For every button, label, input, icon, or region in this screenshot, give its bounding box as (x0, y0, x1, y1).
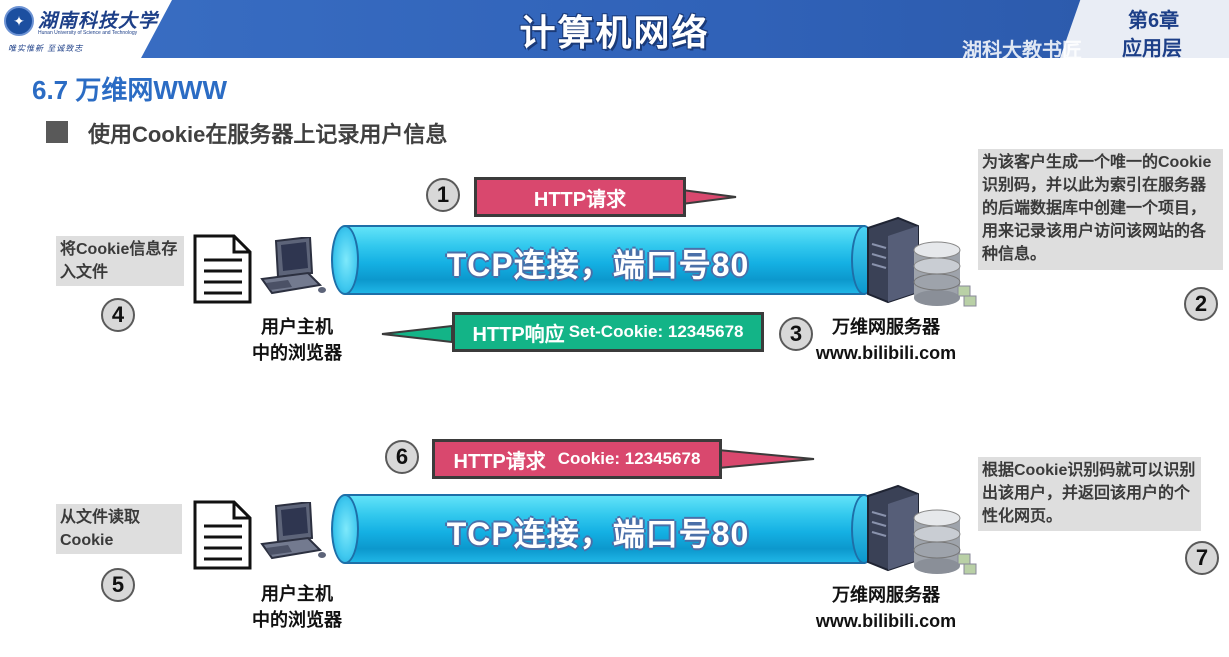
server-icon (867, 484, 919, 572)
database-icon (913, 241, 977, 307)
step-badge-2: 2 (1184, 287, 1218, 321)
tcp-pipe-top-label: TCP连接，端口号80 (446, 247, 750, 283)
response-label-main: HTTP响应 (472, 323, 565, 346)
computer-icon (260, 502, 326, 560)
step-badge-3: 3 (779, 317, 813, 351)
university-name-en: Hunan University of Science and Technolo… (38, 30, 138, 36)
step-badge-1: 1 (426, 178, 460, 212)
server-caption-bottom-line1: 万维网服务器 (832, 585, 940, 605)
request-2-label-cookie: Cookie: 12345678 (557, 449, 701, 468)
response-arrow-body: HTTP响应 Set-Cookie: 12345678 (452, 312, 764, 352)
response-label-cookie: Set-Cookie: 12345678 (568, 322, 744, 341)
server-caption-top-line2: www.bilibili.com (815, 343, 957, 363)
server-caption-bottom: 万维网服务器 www.bilibili.com (806, 582, 966, 634)
client-caption-bottom-line2: 中的浏览器 (252, 610, 342, 630)
university-emblem-icon: ✦ (4, 6, 34, 36)
section-title: 6.7 万维网WWW (32, 75, 227, 105)
database-icon (913, 509, 977, 575)
step-badge-4: 4 (101, 298, 135, 332)
document-icon (193, 500, 252, 570)
chapter-name: 应用层 (1122, 38, 1182, 60)
request-arrow-2-head (717, 448, 815, 470)
tcp-pipe-bottom-left-end (331, 494, 359, 564)
header-bar (0, 0, 1229, 58)
client-caption-top: 用户主机 中的浏览器 (222, 314, 372, 366)
request-2-label-main: HTTP请求 (453, 450, 546, 473)
tcp-pipe-bottom (345, 494, 865, 564)
client-caption-top-line2: 中的浏览器 (252, 343, 342, 363)
note-save-cookie: 将Cookie信息存入文件 (56, 236, 184, 286)
chapter-number: 第6章 (1128, 10, 1180, 32)
server-caption-bottom-line2: www.bilibili.com (815, 611, 957, 631)
computer-icon (260, 237, 326, 295)
page-title: 计算机网络 (519, 12, 710, 53)
request-arrow-2-body: HTTP请求 Cookie: 12345678 (432, 439, 722, 479)
watermark: 湖科大教书匠 (962, 40, 1082, 62)
step-badge-5: 5 (101, 568, 135, 602)
request-arrow-1-body: HTTP请求 (474, 177, 686, 217)
university-motto: 唯实惟新 至诚致志 (8, 44, 84, 53)
bullet-square-icon (46, 121, 68, 143)
document-icon (193, 234, 252, 304)
server-caption-top: 万维网服务器 www.bilibili.com (806, 314, 966, 366)
tcp-pipe-top-left-end (331, 225, 359, 295)
tcp-pipe-top (345, 225, 865, 295)
request-1-label: HTTP请求 (533, 188, 627, 211)
tcp-pipe-bottom-label: TCP连接，端口号80 (446, 516, 750, 552)
university-name: 湖南科技大学 (38, 10, 159, 32)
server-icon (867, 216, 919, 304)
step-badge-6: 6 (385, 440, 419, 474)
note-server-generate: 为该客户生成一个唯一的Cookie识别码，并以此为索引在服务器的后端数据库中创建… (978, 149, 1223, 270)
client-caption-top-line1: 用户主机 (261, 317, 333, 337)
note-read-cookie: 从文件读取Cookie (56, 504, 182, 554)
server-caption-top-line1: 万维网服务器 (832, 317, 940, 337)
note-server-identify: 根据Cookie识别码就可以识别出该用户，并返回该用户的个性化网页。 (978, 457, 1201, 531)
client-caption-bottom: 用户主机 中的浏览器 (222, 581, 372, 633)
chapter-panel (1060, 0, 1229, 58)
bullet-text: 使用Cookie在服务器上记录用户信息 (88, 122, 448, 147)
response-arrow-head (381, 324, 453, 344)
step-badge-7: 7 (1185, 541, 1219, 575)
request-arrow-1-head (681, 188, 737, 206)
client-caption-bottom-line1: 用户主机 (261, 584, 333, 604)
